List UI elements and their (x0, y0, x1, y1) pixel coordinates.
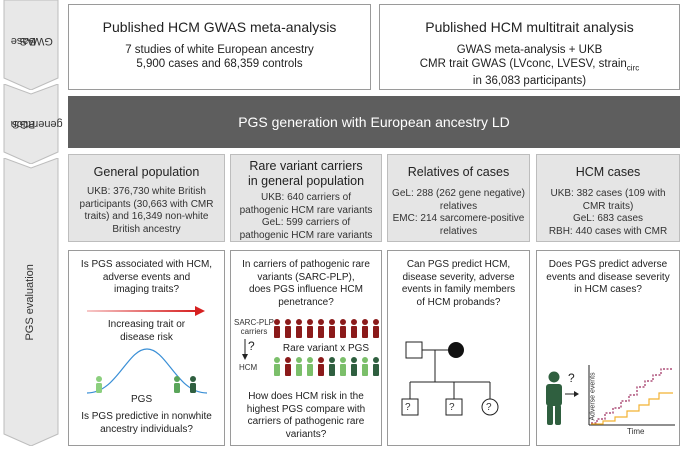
down-arrow-icon (242, 339, 248, 360)
high-pgs-line (591, 368, 673, 424)
eval-question-1: Can PGS predict HCM,disease severity, ad… (401, 259, 516, 308)
multitrait-box-line3: in 36,083 participants) (472, 74, 587, 87)
rare-variant-x-pgs-label: Rare variant x PGS (282, 343, 370, 354)
cohort-general-population: General population UKB: 376,730 white Br… (68, 154, 225, 242)
pedigree-affected-mother (448, 342, 464, 358)
cohort-title: HCM cases (575, 165, 641, 179)
low-pgs-line (591, 392, 673, 425)
cohort-title: Relatives of cases (407, 165, 510, 179)
question-mark: ? (568, 371, 575, 385)
eval-general-population: Is PGS associated with HCM,adverse event… (68, 250, 225, 446)
pedigree-icon (401, 341, 499, 416)
pgs-generation-bar: PGS generation with European ancestry LD (68, 96, 680, 148)
stage-evaluation-label: PGS evaluation (23, 263, 36, 341)
pgs-generation-label: PGS generation with European ancestry LD (238, 114, 510, 130)
gwas-box-line2: 5,900 cases and 68,359 controls (136, 58, 303, 71)
time-xlabel: Time (627, 427, 645, 436)
right-arrow-icon (565, 391, 579, 397)
adverse-events-ylabel: Adverse events (589, 372, 597, 421)
multitrait-box-line1: GWAS meta-analysis + UKB (456, 44, 603, 56)
pgs-axis-label: PGS (131, 394, 153, 405)
multitrait-box-line2: CMR trait GWAS (LVconc, LVESV, straincir… (419, 58, 640, 73)
bell-curve-icon (86, 348, 208, 394)
chevron-shape (3, 84, 59, 164)
question-mark: ? (449, 402, 455, 413)
question-mark: ? (405, 402, 411, 413)
person-dark-green-icon (190, 376, 196, 393)
multitrait-analysis-box: Published HCM multitrait analysis GWAS m… (379, 4, 680, 90)
risk-arrow-icon (87, 306, 205, 316)
gwas-box-title: Published HCM GWAS meta-analysis (102, 19, 337, 35)
cohort-relatives-of-cases: Relatives of cases GeL: 288 (262 gene ne… (387, 154, 530, 242)
person-patient-icon (546, 371, 562, 425)
person-light-green-icon (96, 376, 102, 393)
outcome-people-green-icon (274, 357, 379, 376)
chevron-shape (3, 0, 59, 90)
cohort-body: GeL: 288 (262 gene negative)relatives EM… (392, 188, 525, 237)
people-grid-icon (274, 319, 379, 376)
cohort-title: General population (93, 165, 200, 179)
hcm-label: HCM (239, 363, 258, 372)
eval-relatives-of-cases: Can PGS predict HCM,disease severity, ad… (387, 250, 530, 446)
gwas-meta-analysis-box: Published HCM GWAS meta-analysis 7 studi… (68, 4, 371, 90)
eval-question-1: Is PGS associated with HCM,adverse event… (80, 259, 213, 295)
person-green-icon (174, 376, 180, 393)
adverse-events-plot (588, 365, 675, 426)
pedigree-child-3 (481, 398, 499, 416)
gwas-box-line1: 7 studies of white European ancestry (125, 44, 314, 56)
adverse-events-ylabel-wrap: Adverse events (569, 369, 629, 429)
pedigree-child-2 (445, 398, 463, 416)
chevron-shape (3, 158, 59, 446)
question-mark: ? (248, 339, 255, 353)
stage-pgs-evaluation: PGS evaluation (2, 158, 62, 446)
pedigree-father (405, 341, 423, 359)
carrier-people-red-icon (274, 319, 379, 338)
pedigree-child-1 (401, 398, 419, 416)
question-mark: ? (486, 402, 492, 413)
multitrait-box-title: Published HCM multitrait analysis (425, 19, 634, 35)
